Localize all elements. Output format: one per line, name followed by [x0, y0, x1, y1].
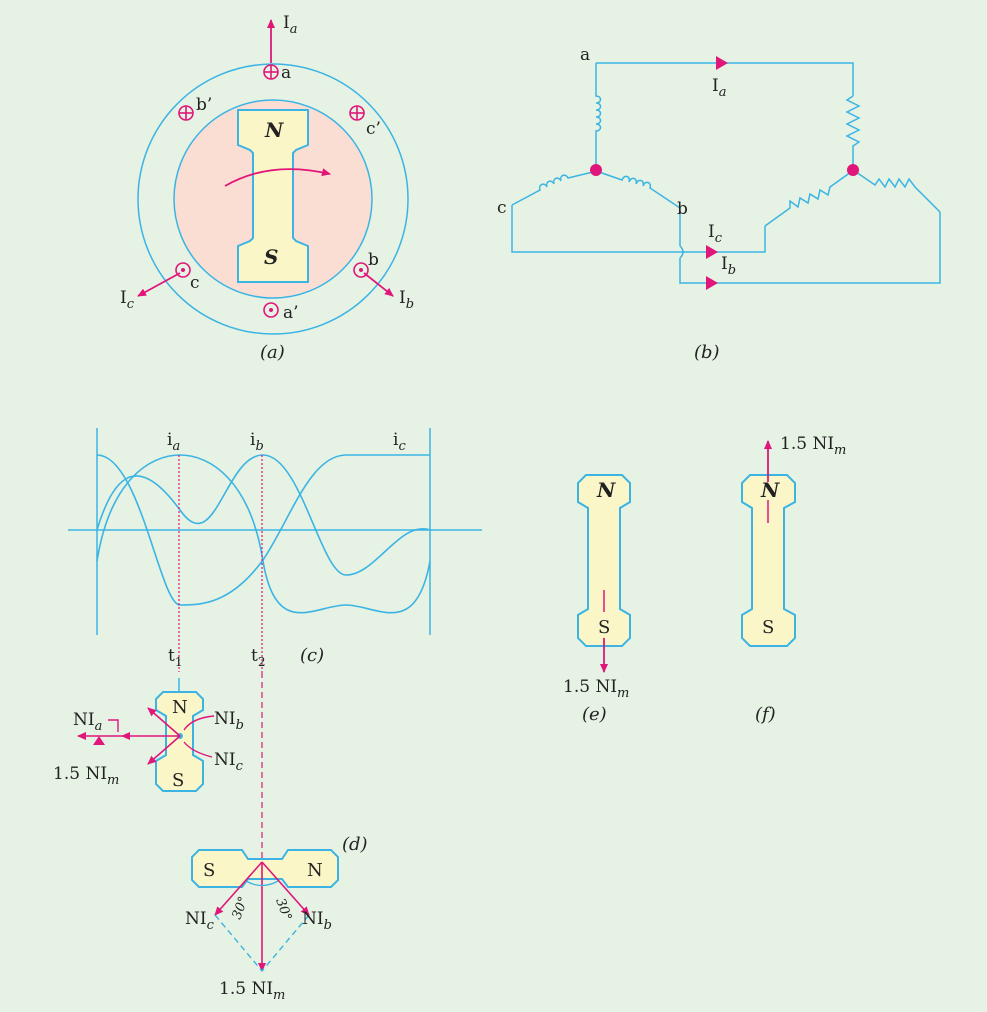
- nia-label: NIa: [73, 710, 102, 734]
- resultant-tick-d1: [93, 736, 105, 745]
- rotor-pole-body: [237, 109, 309, 283]
- conductor-a-label: a: [281, 63, 291, 83]
- nic-pointer: [183, 741, 213, 758]
- horizontal-pole-north: N: [307, 860, 323, 881]
- panel-a: N S a Ia b’ c’ c Ic: [120, 13, 414, 363]
- conductor-b-label: b: [368, 250, 379, 270]
- line-b-crossover: [679, 245, 684, 259]
- angle-left-label: 30°: [230, 895, 252, 922]
- line-c-wire: [511, 205, 766, 253]
- pole-e-body: [577, 474, 631, 647]
- nib-pointer: [183, 715, 215, 731]
- conductor-b-prime-cross-icon: [178, 105, 194, 121]
- nic-vector-t2: [214, 861, 263, 916]
- load-b-resistor: [764, 171, 852, 227]
- current-ib-arrowhead: [706, 276, 718, 290]
- resultant-label-d1: 1.5 NIm: [53, 764, 119, 788]
- pole-f-north: N: [760, 478, 780, 502]
- vertical-pole-north: N: [172, 697, 188, 718]
- nib-vector-t2: [261, 861, 310, 916]
- current-ia-label-b: Ia: [712, 76, 726, 100]
- t2-label: t2: [251, 646, 265, 669]
- resultant-label-e: 1.5 NIm: [563, 677, 629, 701]
- pole-f-body: [741, 474, 796, 647]
- conductor-b-dot-icon: [353, 262, 369, 278]
- nic-vector: [147, 735, 181, 765]
- panel-b: [511, 62, 941, 284]
- load-c-resistor: [855, 171, 941, 213]
- conductor-a-prime-dot-icon: [263, 302, 279, 318]
- angle-arc: [245, 880, 279, 887]
- wave-ic-label: ic: [393, 430, 406, 454]
- caption-a: (a): [260, 342, 285, 363]
- line-b-wire: [679, 208, 941, 284]
- conductor-b-prime-label: b’: [196, 95, 212, 115]
- generator-neutral-dot: [590, 164, 602, 176]
- wave-ib: [96, 454, 431, 576]
- horizontal-pole-body: [191, 849, 339, 888]
- conductor-c-dot-icon: [175, 262, 191, 278]
- caption-f: (f): [755, 704, 776, 725]
- line-a-wire: [596, 62, 854, 96]
- current-ic-arrow: [137, 272, 181, 297]
- pole-f-south: S: [762, 617, 774, 638]
- rotation-arrow: [224, 168, 331, 187]
- conductor-a-cross-icon: [263, 64, 279, 80]
- current-ic-label-b: Ic: [708, 222, 723, 246]
- panel-b-labels: a c b Ia Ic Ib (b): [497, 45, 859, 363]
- wave-ib-label: ib: [250, 430, 264, 454]
- parallelogram-left: [214, 914, 263, 972]
- panel-f: N S 1.5 NIm (f): [741, 434, 846, 725]
- nia-pointer: [108, 719, 119, 732]
- pole-e-north: N: [596, 478, 616, 502]
- current-ic-arrowhead: [706, 245, 718, 259]
- panel-c: ia ib ic t1 t2 (c): [68, 428, 482, 672]
- t1-label: t1: [168, 646, 182, 669]
- caption-b: (b): [694, 342, 720, 363]
- conductor-c-label: c: [190, 273, 200, 293]
- panel-d: N S NIa NIb NIc 1.5 NIm S N 30° 30° NIc …: [53, 672, 368, 1003]
- winding-a-coil: [595, 63, 602, 170]
- nib-vector: [147, 707, 181, 737]
- caption-e: (e): [582, 704, 607, 725]
- load-a-resistor: [845, 95, 861, 168]
- caption-c: (c): [300, 645, 324, 666]
- current-ic-label: Ic: [120, 288, 135, 312]
- caption-d: (d): [342, 834, 368, 855]
- horizontal-pole-south: S: [203, 860, 215, 881]
- rotor-north-label: N: [264, 118, 284, 142]
- terminal-b-label: b: [677, 199, 688, 219]
- rotor-south-label: S: [264, 245, 278, 269]
- vertical-pole-body: [155, 691, 204, 792]
- panel-e: N S 1.5 NIm (e): [563, 474, 631, 725]
- current-ib-label-b: Ib: [721, 254, 736, 278]
- resultant-label-f: 1.5 NIm: [780, 434, 846, 458]
- resultant-label-t2: 1.5 NIm: [219, 979, 285, 1003]
- conductor-c-prime-label: c’: [366, 119, 381, 139]
- nib-label-t2: NIb: [302, 909, 332, 933]
- winding-b-coil: [598, 171, 681, 209]
- winding-c-coil: [511, 171, 594, 206]
- conductor-c-prime-cross-icon: [349, 105, 365, 121]
- current-ia-label: Ia: [283, 13, 297, 37]
- pole-e-south: S: [598, 617, 610, 638]
- nic-label: NIc: [214, 750, 244, 774]
- current-ia-arrowhead: [716, 56, 728, 70]
- wave-ic: [96, 454, 430, 606]
- wave-ia-label: ia: [167, 430, 180, 454]
- current-ib-label: Ib: [399, 288, 414, 312]
- nic-label-t2: NIc: [185, 909, 215, 933]
- parallelogram-right: [261, 914, 310, 972]
- nib-label: NIb: [214, 709, 244, 733]
- terminal-c-label: c: [497, 198, 507, 218]
- terminal-a-label: a: [580, 45, 590, 65]
- vertical-pole-south: S: [172, 770, 184, 791]
- load-neutral-dot: [847, 164, 859, 176]
- conductor-a-prime-label: a’: [283, 303, 299, 323]
- angle-right-label: 30°: [272, 896, 294, 923]
- current-ib-arrow: [363, 272, 394, 297]
